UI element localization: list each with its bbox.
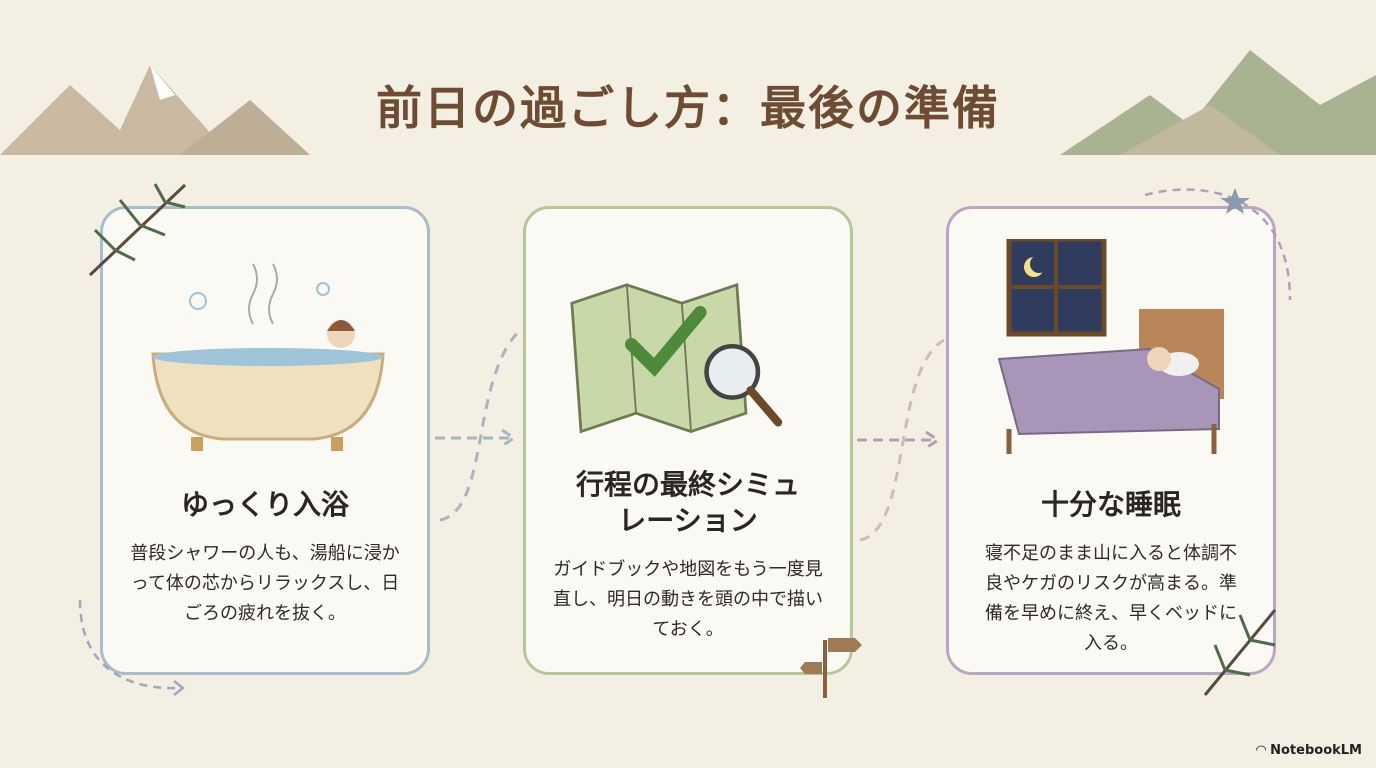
card-heading: 十分な睡眠 — [1040, 488, 1181, 521]
signpost-icon — [800, 638, 862, 698]
pine-branch-icon — [1203, 609, 1277, 696]
mountains-right-icon — [1060, 50, 1376, 155]
card-sleep: 十分な睡眠 寝不足のまま山に入ると体調不良やケガのリスクが高まる。準備を早めに終… — [946, 206, 1276, 675]
page-title: 前日の過ごし方：最後の準備 — [376, 81, 1000, 135]
dashed-curve-icon — [1144, 188, 1292, 301]
logo-text: NotebookLM — [1270, 743, 1362, 758]
card-body: ガイドブックや地図をもう一度見直し、明日の動きを頭の中で描いておく。 — [553, 559, 823, 640]
map-check-icon — [570, 282, 783, 434]
arrow-1-icon — [435, 328, 522, 522]
notebooklm-logo: ◠NotebookLM — [1256, 743, 1362, 758]
card-body: 寝不足のまま山に入ると体調不良やケガのリスクが高まる。準備を早めに終え、早くベッ… — [985, 543, 1237, 654]
card-heading: ゆっくり入浴 — [180, 488, 349, 521]
card-simulation: 行程の最終シミュレーション ガイドブックや地図をもう一度見直し、明日の動きを頭の… — [523, 206, 853, 675]
card-body: 普段シャワーの人も、湯船に浸かって体の芯からリラックスし、日ごろの疲れを抜く。 — [130, 543, 400, 624]
dashed-curve-icon — [78, 599, 186, 696]
card-bath: ゆっくり入浴 普段シャワーの人も、湯船に浸かって体の芯からリラックスし、日ごろの… — [100, 206, 430, 675]
card-heading: 行程の最終シミュレーション — [575, 468, 800, 537]
bed-icon — [997, 239, 1224, 454]
arrow-2-icon — [857, 338, 945, 542]
logo-icon: ◠ — [1256, 743, 1267, 758]
bathtub-icon — [151, 263, 385, 451]
mountains-left-icon — [0, 65, 310, 155]
pine-branch-icon — [88, 183, 187, 277]
